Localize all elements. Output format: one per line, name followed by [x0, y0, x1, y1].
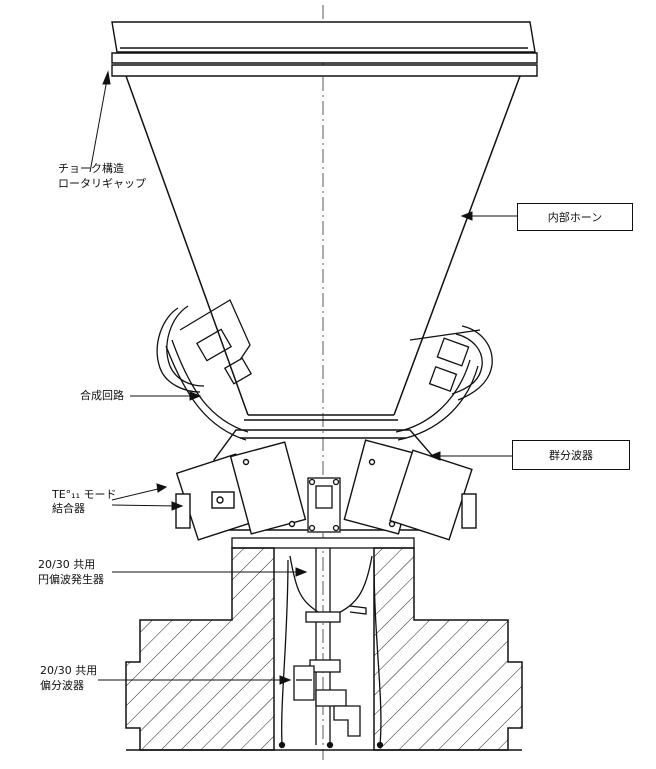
- cp-generator-label-line1: 20/30 共用: [38, 558, 96, 571]
- orthomode-label-line2: 偏分波器: [40, 679, 84, 692]
- te-coupler-left: [175, 441, 307, 541]
- te-coupler-right: [343, 439, 477, 541]
- internal-feed-lines: [278, 548, 384, 749]
- choke-label-line2: ロータリギャップ: [58, 177, 146, 190]
- leader-lines: [89, 70, 517, 685]
- combiner-waveguides-left: [156, 299, 253, 441]
- horn-rim-rings: [111, 21, 538, 77]
- orthomode-label-line1: 20/30 共用: [40, 664, 98, 677]
- combiner-waveguides-right: [395, 325, 493, 441]
- choke-label-line1: チョーク構造: [58, 162, 124, 175]
- te-mode-label-line2: 結合器: [52, 502, 85, 515]
- group-divider-label: 群分波器: [512, 440, 630, 470]
- te-mode-label-line1: TE°₁₁ モード: [52, 488, 117, 501]
- inner-horn-cone: [125, 75, 521, 421]
- base-pedestal: [125, 547, 523, 751]
- central-junction: [231, 477, 415, 549]
- cp-generator-label-line2: 円偏波発生器: [38, 573, 104, 586]
- combiner-label: 合成回路: [80, 389, 124, 402]
- inner-horn-label: 内部ホーン: [517, 203, 633, 231]
